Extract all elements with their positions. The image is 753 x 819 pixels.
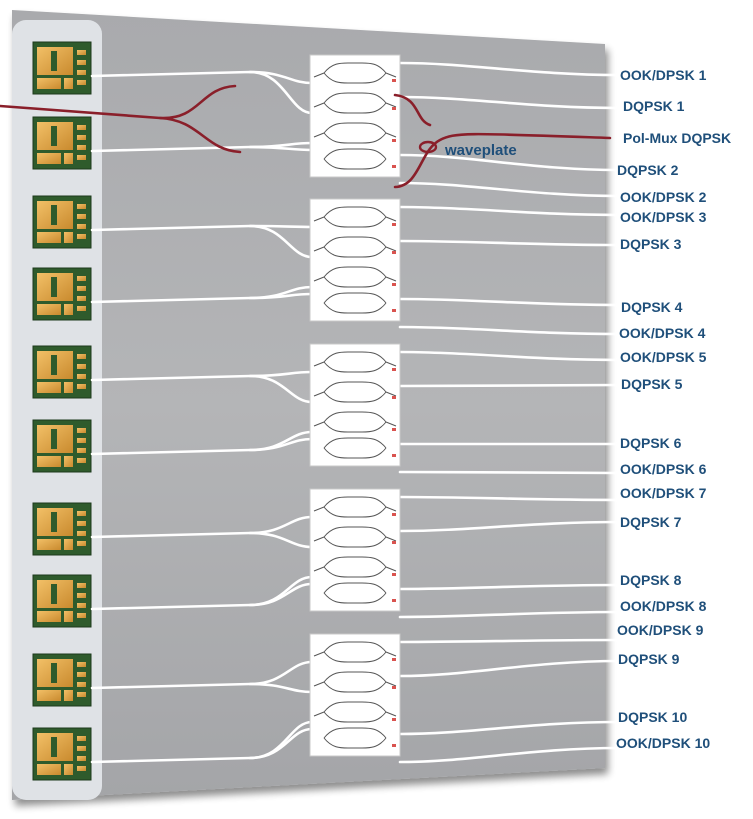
waveguide bbox=[398, 297, 622, 307]
waveguide bbox=[398, 638, 622, 644]
pol-mux-fiber bbox=[393, 93, 432, 127]
output-label: OOK/DPSK 7 bbox=[620, 485, 707, 501]
waveguide bbox=[398, 746, 622, 764]
laser-chip-icon bbox=[32, 345, 92, 399]
laser-chip-icon bbox=[32, 419, 92, 473]
waveplate-loop bbox=[418, 140, 438, 154]
output-label: OOK/DPSK 8 bbox=[620, 598, 707, 614]
output-label: DQPSK 3 bbox=[620, 236, 682, 252]
waveguide bbox=[248, 437, 314, 452]
pol-mux-fiber bbox=[393, 132, 612, 189]
output-label: DQPSK 8 bbox=[620, 572, 682, 588]
polmux-label: Pol-Mux DQPSK bbox=[623, 130, 731, 146]
waveguide bbox=[398, 239, 622, 247]
waveguide bbox=[398, 95, 622, 110]
output-label: DQPSK 4 bbox=[621, 299, 683, 315]
modulator-block bbox=[309, 343, 401, 467]
pol-mux-fiber bbox=[158, 116, 242, 154]
waveguide bbox=[398, 520, 622, 533]
modulator-block bbox=[309, 54, 401, 178]
output-label: OOK/DPSK 5 bbox=[620, 349, 707, 365]
waveguide bbox=[398, 470, 622, 475]
laser-chip-icon bbox=[32, 653, 92, 707]
output-label: DQPSK 7 bbox=[620, 514, 682, 530]
waveplate-label: waveplate bbox=[444, 142, 517, 159]
waveguide bbox=[398, 61, 622, 77]
waveguide bbox=[398, 720, 622, 736]
laser-chip-icon bbox=[32, 41, 92, 95]
output-label: OOK/DPSK 10 bbox=[616, 735, 710, 751]
output-label: OOK/DPSK 2 bbox=[620, 189, 707, 205]
output-label: OOK/DPSK 9 bbox=[617, 622, 704, 638]
output-label: DQPSK 9 bbox=[618, 651, 680, 667]
output-label: DQPSK 6 bbox=[620, 435, 682, 451]
waveguide bbox=[248, 292, 314, 300]
output-label: DQPSK 1 bbox=[623, 98, 685, 114]
waveguide bbox=[398, 583, 622, 591]
output-label: OOK/DPSK 1 bbox=[620, 67, 707, 83]
waveguide bbox=[398, 495, 622, 502]
waveguide bbox=[248, 531, 314, 549]
waveguide bbox=[398, 383, 622, 388]
waveguide bbox=[248, 70, 314, 115]
output-label: DQPSK 5 bbox=[621, 376, 683, 392]
laser-chip-icon bbox=[32, 574, 92, 628]
laser-chip-icon bbox=[32, 195, 92, 249]
waveguide bbox=[248, 582, 314, 607]
laser-chip-icon bbox=[32, 116, 92, 170]
waveguide bbox=[248, 682, 314, 694]
waveguide bbox=[248, 727, 314, 760]
waveguide bbox=[248, 145, 314, 152]
laser-chip-icon bbox=[32, 727, 92, 781]
waveguide bbox=[398, 350, 622, 362]
output-label: OOK/DPSK 4 bbox=[619, 325, 706, 341]
output-label: OOK/DPSK 6 bbox=[620, 461, 707, 477]
modulator-block bbox=[309, 198, 401, 322]
waveguide bbox=[248, 374, 314, 404]
output-label: OOK/DPSK 3 bbox=[620, 209, 707, 225]
waveguide bbox=[398, 659, 622, 678]
modulator-block bbox=[309, 488, 401, 612]
laser-chip-icon bbox=[32, 267, 92, 321]
waveguide bbox=[398, 610, 622, 619]
output-label: DQPSK 2 bbox=[617, 162, 679, 178]
modulator-block bbox=[309, 633, 401, 757]
waveguide bbox=[398, 325, 622, 336]
output-label: DQPSK 10 bbox=[618, 709, 687, 725]
waveguide bbox=[248, 224, 314, 259]
laser-chip-icon bbox=[32, 502, 92, 556]
waveguide bbox=[398, 181, 622, 198]
waveguide bbox=[398, 205, 622, 217]
